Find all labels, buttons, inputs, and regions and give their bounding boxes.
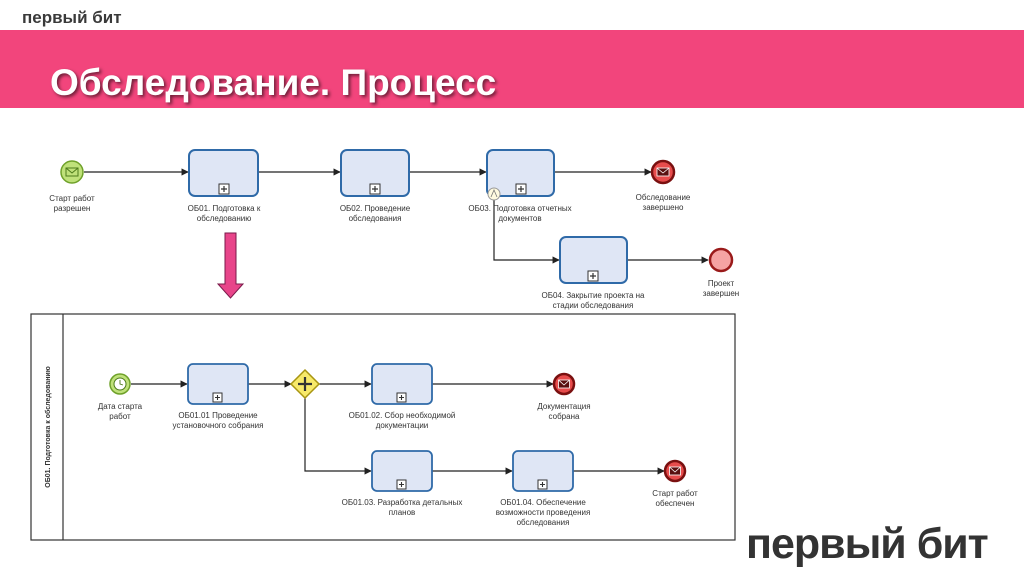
parallel-gateway [289, 368, 321, 400]
brand-logo-top: первый бит [22, 8, 122, 28]
brand-logo-text-large: первый бит [746, 520, 989, 568]
envelope-icon [656, 167, 670, 177]
drilldown-arrow-icon [216, 232, 245, 299]
top-flows [84, 168, 709, 264]
brand-logo-bottom: первый бит [746, 520, 989, 569]
title-banner [0, 30, 1024, 108]
brand-logo-text: первый бит [22, 8, 122, 27]
pool-lane-label: ОБ01. Подготовка к обследованию [44, 366, 52, 487]
page-title: Обследование. Процесс [50, 62, 497, 103]
envelope-icon [65, 167, 79, 177]
plus-icon [298, 377, 312, 391]
envelope-icon [558, 379, 570, 389]
sub-flows [131, 380, 665, 475]
subprocess-pool: ОБ01. Подготовка к обследованию [30, 313, 736, 541]
envelope-icon [669, 466, 681, 476]
